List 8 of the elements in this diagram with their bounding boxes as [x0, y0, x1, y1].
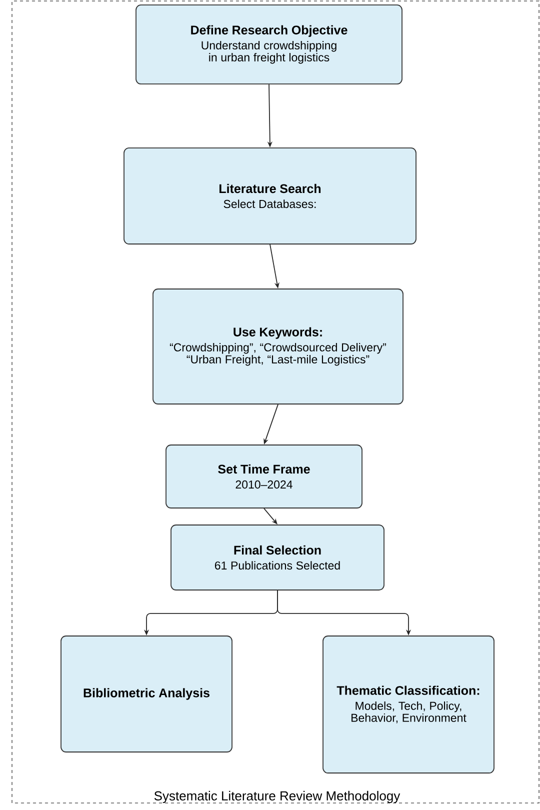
process-box: Define Research Objective Understand crowdshipping in urban freight logistics — [136, 4, 402, 84]
process-box: Set Time Frame 2010–2024 — [166, 444, 362, 508]
process-box: Use Keywords: “Crowdshipping”, “Crowdsourced Delivery” “Urban Freight, “Last-mile Logistics” — [152, 288, 404, 404]
process-box: Final Selection 61 Publications Selected — [170, 524, 384, 590]
process-box: Literature Search Select Databases: — [124, 148, 416, 244]
process-box: Thematic Classification: Models, Tech, Policy, Behavior, Environment — [322, 636, 494, 774]
process-box: Bibliometric Analysis — [60, 636, 232, 752]
caption: Systematic Literature Review Methodology — [154, 790, 400, 804]
